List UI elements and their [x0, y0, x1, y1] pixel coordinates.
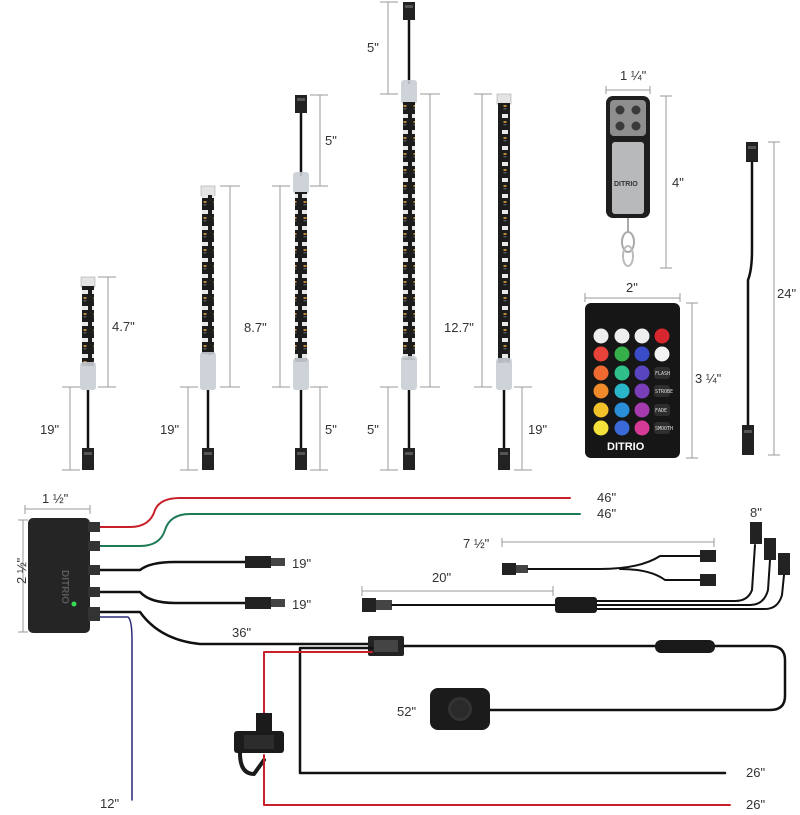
- remote-width-label: 2": [626, 280, 638, 295]
- remote-color-button: [593, 420, 609, 436]
- connector-icon: [295, 95, 307, 113]
- remote-color-button: [634, 365, 650, 381]
- strip-lead-label: 5": [367, 422, 379, 437]
- extension-cable-24: 24": [742, 141, 796, 456]
- connector-icon: [245, 556, 285, 568]
- strip-length-label: 8.7": [244, 320, 267, 335]
- strip-top-lead-label: 5": [325, 133, 337, 148]
- fob-width-label: 1 ¼": [620, 68, 647, 83]
- fuse-holder-icon: [234, 713, 284, 776]
- led-strip-12-7-b: 19": [474, 93, 547, 471]
- dimmer-label: 52": [397, 704, 416, 719]
- blue-wire-label: 12": [100, 796, 119, 811]
- remote-color-button: [614, 365, 630, 381]
- connector-icon: [746, 142, 758, 162]
- fob-height-label: 4": [672, 175, 684, 190]
- remote-height-label: 3 ¼": [695, 371, 722, 386]
- connector-icon: [362, 598, 392, 612]
- power-led-indicator: [71, 601, 77, 607]
- connector-icon: [502, 563, 528, 575]
- led-strip-8-7-a: 19": [160, 185, 240, 471]
- connector-icon: [700, 550, 716, 562]
- output2-label: 19": [292, 597, 311, 612]
- remote-color-button: [614, 383, 630, 399]
- remote-color-button: [634, 383, 650, 399]
- connector-icon: [498, 448, 510, 470]
- control-box-wiring: 46" 46" 19" 19" 36" 12": [98, 490, 616, 811]
- power-wire-label: 26": [746, 797, 765, 812]
- remote-color-button: [593, 365, 609, 381]
- connector-icon: [778, 553, 790, 575]
- remote-brand: DITRIO: [607, 441, 645, 453]
- strip-lead-label: 19": [528, 422, 547, 437]
- splitter-long-label: 20": [432, 570, 451, 585]
- remote-color-button: [614, 420, 630, 436]
- dimmer-switch-icon: [430, 688, 490, 730]
- green-wire-label: 46": [597, 506, 616, 521]
- remote-color-button: [593, 383, 609, 399]
- remote-color-button: [654, 346, 670, 362]
- strip-lead-label: 19": [160, 422, 179, 437]
- main-cable-label: 36": [232, 625, 251, 640]
- connector-icon: [764, 538, 776, 560]
- brightness-icon: [614, 328, 630, 344]
- connector-icon: [750, 522, 762, 544]
- connector-icon: [742, 425, 754, 455]
- control-box: 1 ½" 2 ½" DITRIO: [14, 491, 100, 633]
- strip-lead-label: 5": [325, 422, 337, 437]
- key-fob-remote: 1 ¼" DITRIO 4": [605, 68, 684, 269]
- output1-label: 19": [292, 556, 311, 571]
- remote-mode-button: [654, 404, 670, 416]
- fob-brand: DITRIO: [614, 181, 638, 188]
- strip-length-label-12-7: 12.7": [444, 320, 474, 335]
- sun-icon: [593, 328, 609, 344]
- remote-mode-button: [654, 367, 670, 379]
- connector-icon: [295, 448, 307, 470]
- power-icon: [654, 328, 670, 344]
- remote-mode-label: SMOOTH: [655, 426, 673, 432]
- connector-icon: [202, 448, 214, 470]
- box-height-label: 2 ½": [14, 557, 29, 584]
- remote-color-button: [593, 402, 609, 418]
- remote-color-button: [634, 346, 650, 362]
- splitter-harness: 7 ½" 20" 8": [361, 505, 790, 613]
- box-width-label: 1 ½": [42, 491, 69, 506]
- power-harness: 52" 26" 26": [234, 636, 787, 812]
- remote-color-button: [614, 346, 630, 362]
- strip-lead-label: 19": [40, 422, 59, 437]
- connector-icon: [368, 636, 404, 656]
- gear-icon: [634, 328, 650, 344]
- led-strip-12-7-a: 5" 5": [367, 1, 440, 471]
- remote-color-button: [634, 402, 650, 418]
- remote-mode-button: [654, 422, 670, 434]
- ir-remote: 2" FLASH STROBE FADE SMOOTH DITRIO 3 ¼": [584, 280, 722, 459]
- key-fob-icon: DITRIO: [606, 96, 650, 267]
- connector-icon: [403, 2, 415, 20]
- ext-cable-label: 24": [777, 286, 796, 301]
- remote-mode-label: FLASH: [655, 371, 670, 377]
- remote-color-button: [593, 346, 609, 362]
- strip-length-label: 4.7": [112, 319, 135, 334]
- connector-icon: [700, 574, 716, 586]
- remote-color-button: [614, 402, 630, 418]
- strip-top-lead-label: 5": [367, 40, 379, 55]
- connector-icon: [82, 448, 94, 470]
- red-wire-label: 46": [597, 490, 616, 505]
- splitter-leads-label: 8": [750, 505, 762, 520]
- ground-wire-label: 26": [746, 765, 765, 780]
- splitter-short-label: 7 ½": [463, 536, 490, 551]
- connector-icon: [403, 448, 415, 470]
- remote-mode-label: FADE: [655, 408, 667, 414]
- remote-color-button: [634, 420, 650, 436]
- led-strip-8-7-b: 5" 8.7" 5": [244, 94, 337, 471]
- connector-icon: [245, 597, 285, 609]
- led-strip-4-7: 4.7" 19": [40, 276, 135, 471]
- remote-mode-label: STROBE: [655, 389, 673, 395]
- box-brand: DITRIO: [59, 570, 70, 604]
- remote-mode-button: [654, 385, 670, 397]
